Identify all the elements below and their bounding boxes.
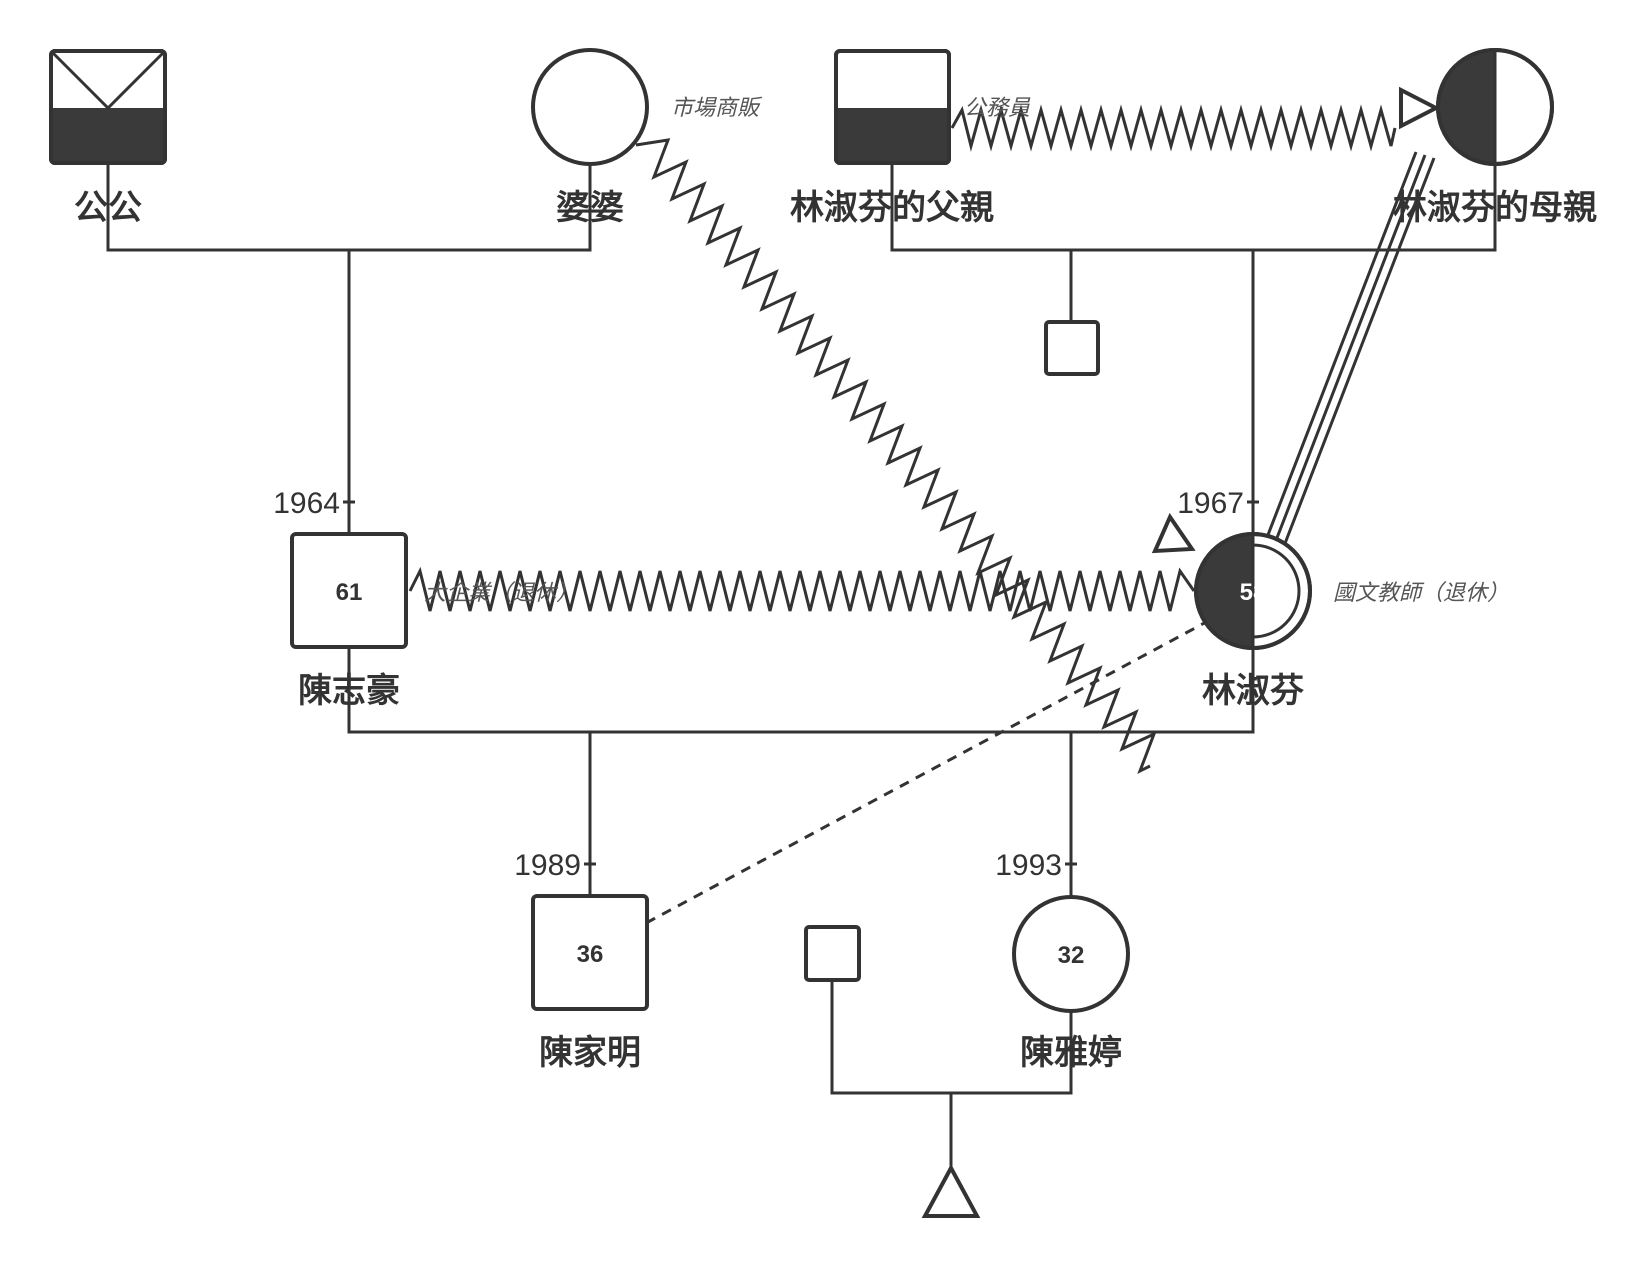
pregnancy-triangle-icon xyxy=(921,1163,981,1218)
occupation-note: 公務員 xyxy=(964,95,1031,120)
symbol-fill-left xyxy=(1196,534,1253,648)
close-line-mother-daughter-1 xyxy=(1273,154,1427,544)
symbol-fill-left xyxy=(1438,50,1495,164)
female-symbol xyxy=(531,48,649,166)
distant-line-lin-shufen-chen-jiaming xyxy=(647,618,1211,924)
person-popo[interactable]: 婆婆 市場商販 xyxy=(531,48,763,227)
occupation-note: 市場商販 xyxy=(671,95,763,120)
birth-year: 1989 xyxy=(514,849,581,882)
person-chen-jiaming[interactable]: 1989 36 陳家明 xyxy=(514,849,649,1072)
person-lin-father[interactable]: 林淑芬的父親 公務員 xyxy=(790,49,1031,227)
symbol-fill-bottom xyxy=(836,108,949,163)
person-gongong[interactable]: 公公 xyxy=(49,49,167,227)
occupation-note: 大企業（退休） xyxy=(424,580,578,605)
symbol-fill-bottom xyxy=(51,108,165,163)
person-chen-yating[interactable]: 1993 32 陳雅婷 xyxy=(995,849,1130,1072)
family-lines xyxy=(106,163,1497,1168)
marriage-line-main-couple xyxy=(347,648,1255,734)
close-line-mother-daughter-3 xyxy=(1282,157,1436,547)
hostile-arrow-to-lin-shufen xyxy=(1151,512,1196,554)
person-name: 公公 xyxy=(74,189,142,227)
male-symbol xyxy=(531,894,649,1011)
person-partner[interactable] xyxy=(804,925,861,982)
age-label: 36 xyxy=(577,941,604,968)
age-label: 61 xyxy=(336,579,363,606)
hostile-line-couple xyxy=(408,566,1196,612)
emotional-lines xyxy=(408,86,1441,924)
age-label: 32 xyxy=(1058,942,1085,969)
occupation-note: 國文教師（退休） xyxy=(1333,580,1509,605)
person-name: 陳雅婷 xyxy=(1020,1034,1122,1072)
female-symbol xyxy=(1012,895,1130,1013)
person-name: 陳家明 xyxy=(539,1034,641,1072)
age-label: 58 xyxy=(1240,579,1267,606)
person-name: 林淑芬的母親 xyxy=(1393,189,1597,227)
close-line-mother-daughter-2 xyxy=(1264,151,1418,541)
hostile-arrow-to-mother xyxy=(1399,86,1441,130)
person-lin-mother[interactable]: 林淑芬的母親 xyxy=(1393,48,1597,227)
male-symbol-outline xyxy=(49,49,167,165)
person-name: 林淑芬 xyxy=(1202,672,1304,710)
male-symbol xyxy=(290,532,408,649)
marriage-line-gongong-popo xyxy=(106,163,592,252)
person-lin-shufen[interactable]: 1967 58 林淑芬 國文教師（退休） xyxy=(1177,487,1509,710)
birth-year: 1967 xyxy=(1177,487,1244,520)
hostile-line-father-to-mother xyxy=(950,104,1397,152)
male-symbol-outline xyxy=(834,49,951,165)
pregnancy[interactable] xyxy=(921,1163,981,1218)
male-symbol xyxy=(804,925,861,982)
male-symbol xyxy=(1044,320,1100,376)
person-name: 陳志豪 xyxy=(298,671,400,710)
deceased-cross xyxy=(51,51,165,111)
inner-ring xyxy=(1252,543,1301,639)
birth-year: 1993 xyxy=(995,849,1062,882)
birth-year: 1964 xyxy=(273,487,340,520)
person-sibling[interactable] xyxy=(1044,320,1100,376)
person-name: 林淑芬的父親 xyxy=(790,189,994,227)
person-chen-zhihao[interactable]: 1964 61 陳志豪 大企業（退休） xyxy=(273,487,578,710)
person-name: 婆婆 xyxy=(556,189,624,227)
marriage-line-lin-parents xyxy=(890,163,1497,252)
hostile-line-popo-to-lin-shufen xyxy=(635,138,1157,775)
